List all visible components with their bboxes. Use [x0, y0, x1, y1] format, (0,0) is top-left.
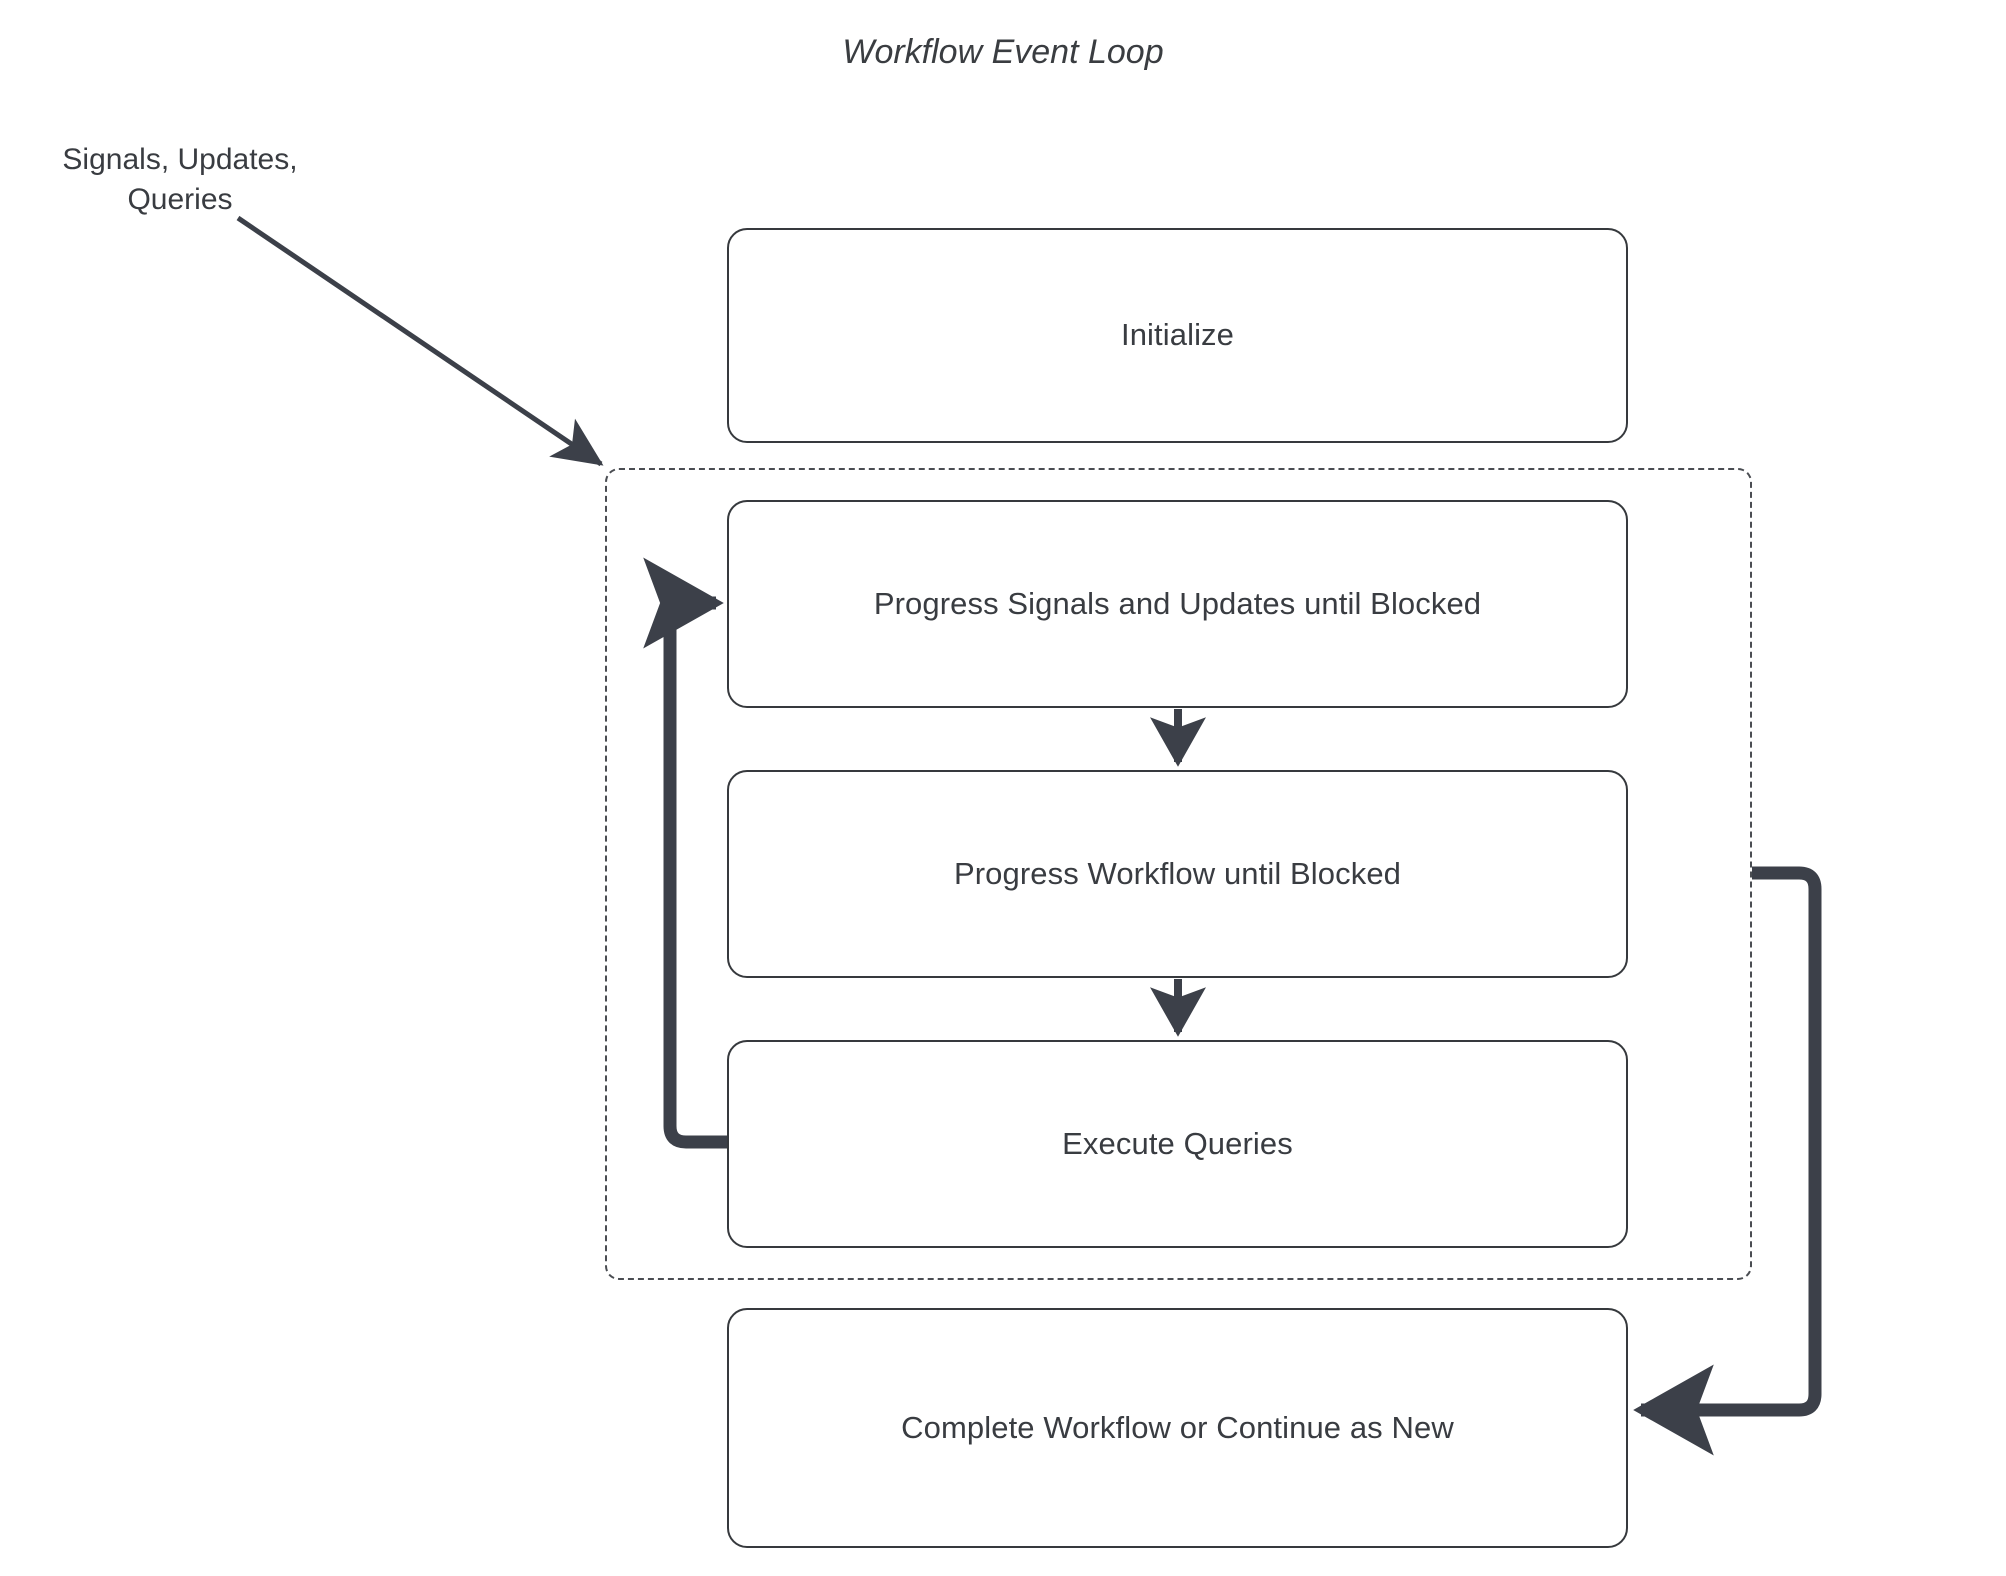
external-input-label: Signals, Updates, Queries [20, 140, 340, 219]
node-progress-signals[interactable]: Progress Signals and Updates until Block… [727, 500, 1628, 708]
page-title: Workflow Event Loop [842, 33, 1164, 71]
node-execute-queries-label: Execute Queries [1062, 1125, 1293, 1161]
event-loop-group [605, 468, 1752, 1280]
node-progress-workflow-label: Progress Workflow until Blocked [953, 855, 1402, 891]
node-initialize-label: Initialize [1121, 317, 1234, 353]
node-complete-workflow-label: Complete Workflow or Continue as New [901, 1409, 1454, 1445]
node-execute-queries[interactable]: Execute Queries [727, 1040, 1628, 1248]
node-initialize[interactable]: Initialize [727, 228, 1628, 443]
node-complete-workflow[interactable]: Complete Workflow or Continue as New [727, 1308, 1628, 1548]
edge-queries-loopback [643, 557, 727, 1149]
edge-loop-to-complete [1633, 866, 1822, 1456]
external-input-label-line-2: Queries [127, 182, 233, 216]
node-progress-workflow[interactable]: Progress Workflow until Blocked [727, 770, 1628, 978]
node-progress-signals-label: Progress Signals and Updates until Block… [873, 585, 1482, 621]
edge-external-to-loop [236, 215, 604, 467]
external-input-label-line-1: Signals, Updates, [62, 143, 298, 176]
